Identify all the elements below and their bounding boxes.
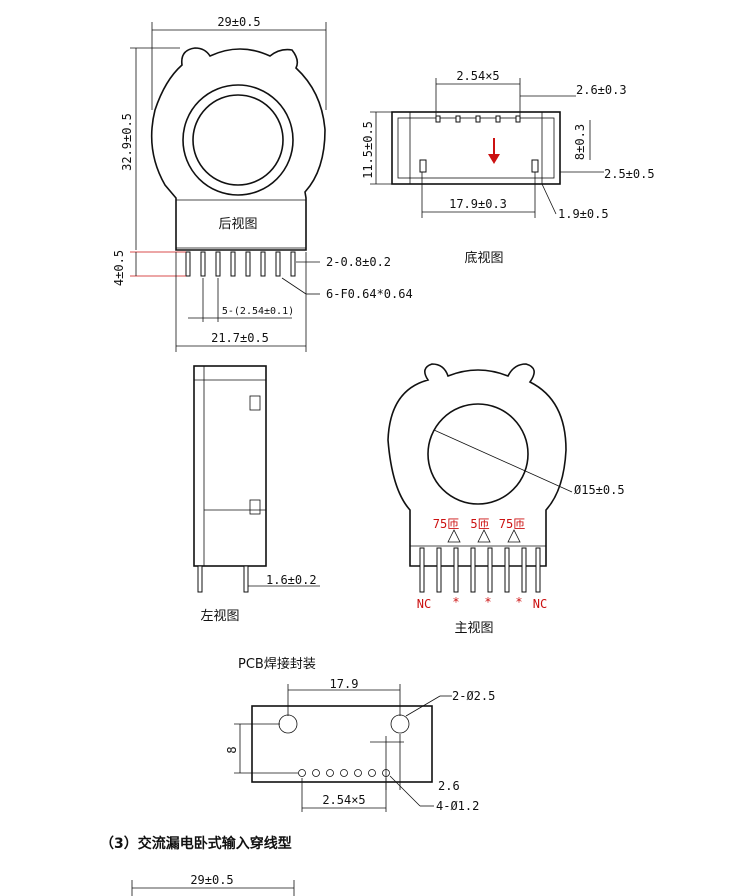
pin bbox=[436, 547, 442, 593]
pin-label: NC bbox=[533, 597, 547, 611]
pin bbox=[453, 547, 459, 593]
main-view-outline bbox=[387, 363, 567, 567]
pcb-span-dim: 17.9 bbox=[330, 677, 359, 691]
pin bbox=[487, 547, 493, 593]
turns-label: 5匝 bbox=[470, 517, 489, 531]
pin bbox=[521, 547, 527, 593]
pcb-footprint: PCB焊接封装 17.9 2-Ø2.5 8 2.6 2.54×5 bbox=[225, 656, 495, 813]
section-heading: （3）交流漏电卧式输入穿线型 bbox=[100, 835, 292, 852]
pin bbox=[197, 565, 203, 593]
pin-label: * bbox=[484, 595, 491, 609]
pin bbox=[245, 251, 251, 277]
pin-label: * bbox=[452, 595, 459, 609]
direction-arrow-head bbox=[488, 154, 500, 164]
rear-view-title: 后视图 bbox=[218, 217, 257, 232]
main-view-core-hole bbox=[427, 403, 529, 505]
rear-width-dim: 29±0.5 bbox=[217, 15, 260, 29]
pin bbox=[290, 251, 296, 277]
pin bbox=[215, 251, 221, 277]
pin bbox=[230, 251, 236, 277]
main-view-title: 主视图 bbox=[454, 621, 493, 636]
next-width-dim: 29±0.5 bbox=[190, 873, 233, 887]
pin bbox=[185, 251, 191, 277]
pcb-mount-hole bbox=[390, 714, 410, 734]
bottom-view-pins bbox=[419, 115, 539, 173]
bottom-span-dim: 17.9±0.3 bbox=[449, 197, 507, 211]
pin-label: * bbox=[515, 595, 522, 609]
pcb-offset-dim: 2.6 bbox=[438, 779, 460, 793]
rear-base-width-dim: 21.7±0.5 bbox=[211, 331, 269, 345]
pin bbox=[419, 547, 425, 593]
bottom-view: 2.54×5 2.6±0.3 11.5±0.5 8±0.3 2.5±0.5 17… bbox=[361, 69, 655, 266]
main-view-pins bbox=[419, 547, 541, 593]
pcb-outline bbox=[251, 705, 433, 783]
bottom-offset-dim: 2.6±0.3 bbox=[576, 83, 627, 97]
bottom-view-body bbox=[391, 111, 561, 185]
rear-view-core-hole bbox=[192, 94, 284, 186]
main-view: Ø15±0.5 75匝 5匝 75匝 NC * * * NC 主视图 bbox=[387, 363, 625, 636]
rear-pin-dia-dim: 2-0.8±0.2 bbox=[326, 255, 391, 269]
bottom-pitch-dim: 2.54×5 bbox=[456, 69, 499, 83]
turns-label: 75匝 bbox=[433, 517, 459, 531]
left-view: 1.6±0.2 左视图 bbox=[193, 365, 320, 624]
left-view-body bbox=[193, 365, 267, 567]
pcb-pads bbox=[298, 769, 390, 777]
rear-pin-sq-dim: 6-F0.64*0.64 bbox=[326, 287, 413, 301]
pcb-pads-dim: 4-Ø1.2 bbox=[436, 799, 479, 813]
pcb-title: PCB焊接封装 bbox=[238, 656, 316, 672]
bottom-row-gap-dim: 8±0.3 bbox=[573, 124, 587, 160]
bottom-height-dim: 11.5±0.5 bbox=[361, 121, 375, 179]
bottom-view-title: 底视图 bbox=[464, 250, 503, 266]
rear-view-pins bbox=[185, 251, 296, 277]
pcb-holes-dim: 2-Ø2.5 bbox=[452, 689, 495, 703]
main-hole-dim: Ø15±0.5 bbox=[574, 483, 625, 497]
rear-view-outline bbox=[150, 47, 326, 251]
pcb-height-dim: 8 bbox=[225, 746, 239, 753]
pin-label: NC bbox=[417, 597, 431, 611]
next-drawing-partial: 29±0.5 bbox=[131, 873, 295, 896]
pin bbox=[243, 565, 249, 593]
rear-view-inner-ring bbox=[182, 84, 294, 196]
pin bbox=[535, 547, 541, 593]
left-pin-dim: 1.6±0.2 bbox=[266, 573, 317, 587]
pin bbox=[200, 251, 206, 277]
pin bbox=[504, 547, 510, 593]
left-view-title: 左视图 bbox=[200, 609, 239, 624]
rear-pin-len-dim: 4±0.5 bbox=[112, 250, 126, 286]
pcb-pitch-dim: 2.54×5 bbox=[322, 793, 365, 807]
rear-pitch-dim: 5-(2.54±0.1) bbox=[222, 306, 294, 317]
turns-label: 75匝 bbox=[499, 517, 525, 531]
rear-height-dim: 32.9±0.5 bbox=[120, 113, 134, 171]
pin bbox=[260, 251, 266, 277]
bottom-side-dim: 1.9±0.5 bbox=[558, 207, 609, 221]
pcb-mount-hole bbox=[278, 714, 298, 734]
bottom-edge-dim: 2.5±0.5 bbox=[604, 167, 655, 181]
rear-view: 29±0.5 32.9±0.5 4±0.5 2-0.8±0.2 6-F0.64*… bbox=[112, 15, 413, 352]
pin bbox=[275, 251, 281, 277]
pin bbox=[470, 547, 476, 593]
